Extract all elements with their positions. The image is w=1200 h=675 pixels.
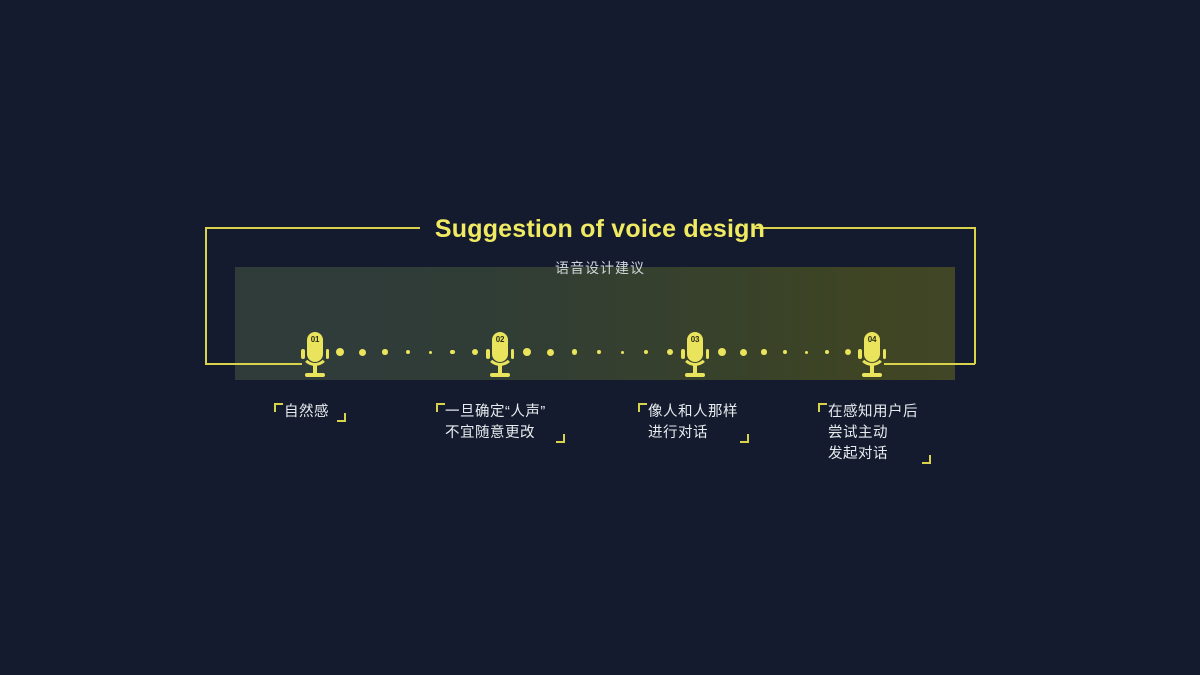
microphone-arc <box>681 349 709 366</box>
caption-bracket-close-04 <box>922 455 931 464</box>
microphone-base <box>862 373 882 377</box>
microphone-stem <box>498 365 502 374</box>
frame-left-edge <box>205 227 207 364</box>
microphone-arc-right <box>705 349 709 359</box>
connector-dot <box>571 349 578 355</box>
frame-right-edge <box>974 227 976 364</box>
frame-bottom-left <box>205 363 302 365</box>
caption-bracket-open-02 <box>436 403 445 412</box>
microphone-arc-right <box>510 349 514 359</box>
microphone-arc-left <box>858 349 862 359</box>
gradient-band <box>235 267 955 380</box>
connector-dot <box>405 350 410 354</box>
connector-dot <box>666 348 674 356</box>
microphone-arc-left <box>486 349 490 359</box>
microphone-arc <box>858 349 886 366</box>
connector-dot <box>336 348 344 356</box>
caption-bracket-close-02 <box>556 434 565 443</box>
microphone-arc-right <box>882 349 886 359</box>
step-marker-01[interactable]: 01 <box>298 332 332 380</box>
frame-top-right <box>755 227 975 229</box>
connector-dot <box>844 348 852 356</box>
connector-dot <box>596 350 601 354</box>
microphone-base <box>490 373 510 377</box>
microphone-arc-right <box>325 349 329 359</box>
connector-dot <box>824 349 830 355</box>
connector-dot <box>382 349 388 355</box>
step-number-04: 04 <box>867 335 877 344</box>
step-marker-02[interactable]: 02 <box>483 332 517 380</box>
microphone-base <box>685 373 705 377</box>
microphone-arc-left <box>681 349 685 359</box>
caption-bracket-open-03 <box>638 403 647 412</box>
microphone-arc-left <box>301 349 305 359</box>
connector-dot <box>783 350 787 354</box>
connector-dot <box>359 348 366 356</box>
step-number-03: 03 <box>690 335 700 344</box>
connector-dot <box>471 348 479 356</box>
caption-bracket-open-04 <box>818 403 827 412</box>
connector-dot <box>620 350 624 354</box>
page-title: Suggestion of voice design <box>434 215 766 243</box>
frame-top-left <box>205 227 420 229</box>
microphone-base <box>305 373 325 377</box>
microphone-arc <box>301 349 329 366</box>
caption-text-02: 一旦确定“人声” 不宜随意更改 <box>445 404 546 441</box>
connector-dot <box>761 349 767 355</box>
caption-bracket-close-01 <box>337 413 346 422</box>
caption-text-04: 在感知用户后 尝试主动 发起对话 <box>828 404 918 462</box>
connector-dot <box>523 348 531 356</box>
connector-dot <box>718 348 726 356</box>
microphone-stem <box>870 365 874 374</box>
caption-text-01: 自然感 <box>284 404 329 420</box>
connector-dot <box>428 350 432 354</box>
connector-dot <box>739 348 747 356</box>
caption-bracket-close-03 <box>740 434 749 443</box>
caption-bracket-open-01 <box>274 403 283 412</box>
page-subtitle: 语音设计建议 <box>555 260 645 276</box>
connector-dot <box>450 349 455 355</box>
step-marker-03[interactable]: 03 <box>678 332 712 380</box>
step-number-02: 02 <box>495 335 505 344</box>
step-number-01: 01 <box>310 335 320 344</box>
connector-dot <box>547 348 555 356</box>
connector-dot <box>804 350 808 354</box>
microphone-arc <box>486 349 514 366</box>
connector-dot <box>643 349 649 355</box>
step-marker-04[interactable]: 04 <box>855 332 889 380</box>
caption-text-03: 像人和人那样 进行对话 <box>648 404 738 441</box>
frame-bottom-right <box>884 363 975 365</box>
microphone-stem <box>313 365 317 374</box>
microphone-stem <box>693 365 697 374</box>
